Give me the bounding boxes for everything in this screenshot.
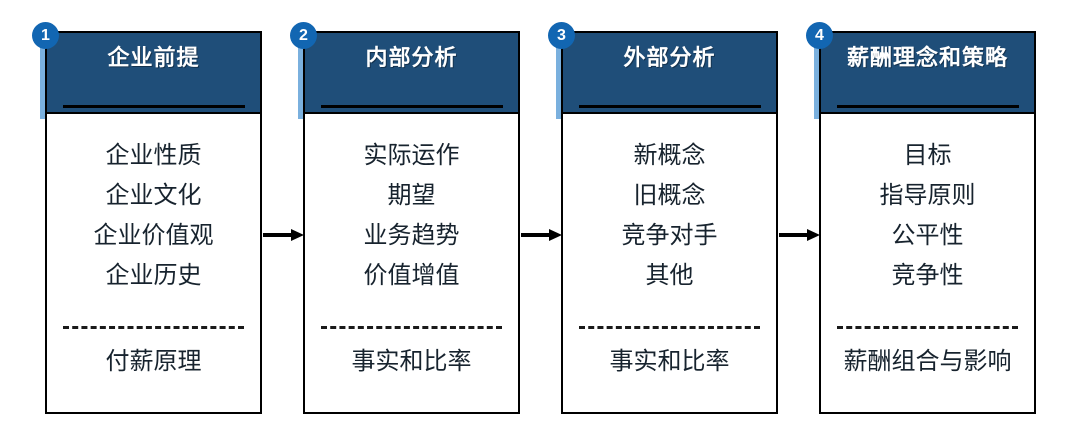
list-item: 付薪原理 xyxy=(105,348,202,375)
stage-title-1: 企业前提 xyxy=(107,45,200,70)
list-item: 企业性质 xyxy=(105,142,202,169)
header-underline-1 xyxy=(63,105,245,108)
arrow-head xyxy=(291,229,304,241)
stage-title-2: 内部分析 xyxy=(365,45,458,70)
stage-items-upper-2: 实际运作 期望 业务趋势 价值增值 xyxy=(305,136,518,296)
stage-title-3: 外部分析 xyxy=(623,45,716,70)
list-item: 旧概念 xyxy=(633,182,706,209)
stage-items-lower-3: 事实和比率 xyxy=(563,342,776,382)
list-item: 竞争对手 xyxy=(621,222,718,249)
flow-stage-4[interactable]: 4 薪酬理念和策略 目标 指导原则 公平性 竞争性 薪酬组合与影响 xyxy=(806,0,1041,447)
list-item: 实际运作 xyxy=(363,142,460,169)
list-item: 事实和比率 xyxy=(609,348,730,375)
stage-items-upper-4: 目标 指导原则 公平性 竞争性 xyxy=(821,136,1034,296)
stage-body-4: 目标 指导原则 公平性 竞争性 薪酬组合与影响 xyxy=(819,114,1036,414)
stage-number-badge-1: 1 xyxy=(32,22,59,49)
stage-body-2: 实际运作 期望 业务趋势 价值增值 事实和比率 xyxy=(303,114,520,414)
arrow-right-icon xyxy=(779,229,821,241)
list-item: 公平性 xyxy=(891,222,964,249)
arrow-right-icon xyxy=(521,229,563,241)
stage-items-lower-2: 事实和比率 xyxy=(305,342,518,382)
section-divider-3 xyxy=(579,326,760,329)
list-item: 竞争性 xyxy=(891,262,964,289)
section-divider-4 xyxy=(837,326,1018,329)
stage-body-1: 企业性质 企业文化 企业价值观 企业历史 付薪原理 xyxy=(45,114,262,414)
arrow-shaft xyxy=(521,233,553,237)
stage-number-badge-3: 3 xyxy=(548,22,575,49)
stage-number-badge-4: 4 xyxy=(806,22,833,49)
list-item: 企业历史 xyxy=(105,262,202,289)
list-item: 事实和比率 xyxy=(351,348,472,375)
section-divider-1 xyxy=(63,326,244,329)
stage-items-lower-1: 付薪原理 xyxy=(47,342,260,382)
list-item: 期望 xyxy=(387,182,436,209)
list-item: 价值增值 xyxy=(363,262,460,289)
list-item: 企业价值观 xyxy=(93,222,214,249)
stage-body-3: 新概念 旧概念 竞争对手 其他 事实和比率 xyxy=(561,114,778,414)
stage-items-lower-4: 薪酬组合与影响 xyxy=(821,342,1034,382)
stage-header-3[interactable]: 外部分析 xyxy=(561,31,778,114)
flow-stage-1[interactable]: 1 企业前提 企业性质 企业文化 企业价值观 企业历史 付薪原理 xyxy=(32,0,267,447)
header-underline-3 xyxy=(579,105,761,108)
arrow-right-icon xyxy=(263,229,305,241)
header-underline-4 xyxy=(837,105,1019,108)
list-item: 指导原则 xyxy=(879,182,976,209)
flow-stage-3[interactable]: 3 外部分析 新概念 旧概念 竞争对手 其他 事实和比率 xyxy=(548,0,783,447)
list-item: 薪酬组合与影响 xyxy=(843,348,1012,375)
list-item: 目标 xyxy=(903,142,952,169)
arrow-shaft xyxy=(263,233,295,237)
stage-header-1[interactable]: 企业前提 xyxy=(45,31,262,114)
stage-header-2[interactable]: 内部分析 xyxy=(303,31,520,114)
stage-items-upper-3: 新概念 旧概念 竞争对手 其他 xyxy=(563,136,776,296)
flow-stage-2[interactable]: 2 内部分析 实际运作 期望 业务趋势 价值增值 事实和比率 xyxy=(290,0,525,447)
list-item: 企业文化 xyxy=(105,182,202,209)
arrow-head xyxy=(549,229,562,241)
stage-header-4[interactable]: 薪酬理念和策略 xyxy=(819,31,1036,114)
arrow-head xyxy=(807,229,820,241)
stage-number-badge-2: 2 xyxy=(290,22,317,49)
stage-items-upper-1: 企业性质 企业文化 企业价值观 企业历史 xyxy=(47,136,260,296)
list-item: 其他 xyxy=(645,262,694,289)
header-underline-2 xyxy=(321,105,503,108)
arrow-shaft xyxy=(779,233,811,237)
section-divider-2 xyxy=(321,326,502,329)
list-item: 新概念 xyxy=(633,142,706,169)
list-item: 业务趋势 xyxy=(363,222,460,249)
stage-title-4: 薪酬理念和策略 xyxy=(846,45,1008,70)
